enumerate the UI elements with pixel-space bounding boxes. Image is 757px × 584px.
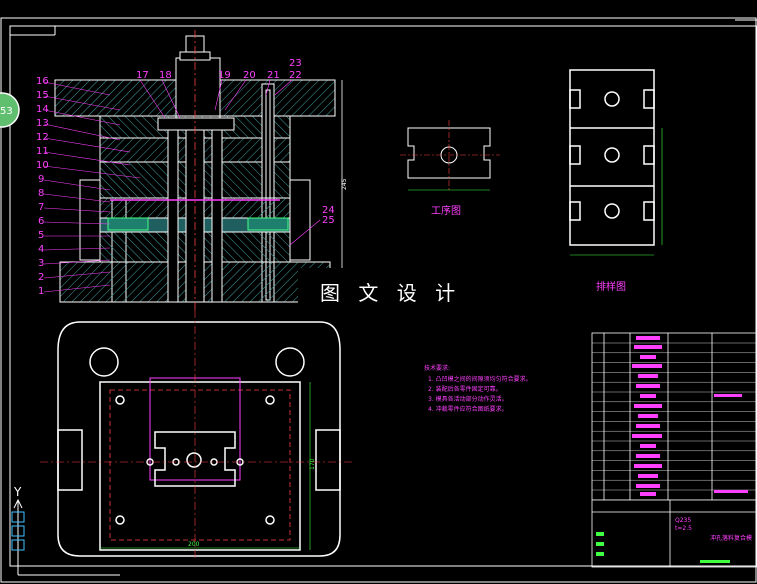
layout-drawing <box>569 69 663 256</box>
part-label: 9 <box>38 174 44 185</box>
part-label: 7 <box>38 202 44 213</box>
part-label: 10 <box>36 160 49 171</box>
part-label: 11 <box>36 146 49 157</box>
part-label: 8 <box>38 188 44 199</box>
part-label: 18 <box>159 70 172 81</box>
tech-requirements: 技术要求: 1. 凸凹模之间的间隙须均匀符合要求。 2. 装配后各零件固定可靠。… <box>424 364 532 413</box>
tech-item: 2. 装配后各零件固定可靠。 <box>428 385 502 393</box>
part-label: 13 <box>36 118 49 129</box>
part-label: 21 <box>267 70 280 81</box>
tech-heading: 技术要求: <box>424 364 450 372</box>
part-label: 17 <box>136 70 149 81</box>
drawing-name: 冲孔落料复合模 <box>710 534 752 542</box>
part-label: 23 <box>289 58 302 69</box>
part-label: 16 <box>36 76 49 87</box>
page-badge: 53 <box>0 92 20 128</box>
process-drawing-label: 工序图 <box>431 204 461 217</box>
part-label: 4 <box>38 244 44 255</box>
axis-y-label: Y <box>13 485 22 499</box>
part-number-labels-left: 16 15 14 13 12 11 10 9 8 7 6 5 4 3 2 1 <box>36 76 49 297</box>
part-label: 14 <box>36 104 49 115</box>
material-value: Q235 <box>675 517 691 524</box>
part-label: 5 <box>38 230 44 241</box>
tech-item: 1. 凸凹模之间的间隙须均匀符合要求。 <box>428 375 532 383</box>
part-label: 2 <box>38 272 44 283</box>
side-dimension: 170 <box>309 458 316 470</box>
parts-list-fill <box>632 336 748 496</box>
plan-view <box>40 310 355 560</box>
width-dimension: 200 <box>188 541 200 548</box>
part-label: 19 <box>218 70 231 81</box>
tech-item: 3. 模具各活动部分动作灵活。 <box>428 395 508 403</box>
height-dimension: 245 <box>341 178 348 190</box>
layout-drawing-label: 排样图 <box>596 280 626 293</box>
outer-frame <box>0 17 757 583</box>
inner-frame <box>9 25 757 567</box>
badge-number: 53 <box>0 106 13 117</box>
watermark-title: 图 文 设 计 <box>320 281 461 305</box>
part-label: 1 <box>38 286 44 297</box>
parts-list-rows <box>592 342 757 500</box>
part-label: 6 <box>38 216 44 227</box>
section-view <box>54 30 336 310</box>
parts-list-table <box>591 332 757 568</box>
part-number-labels-right: 24 25 <box>322 205 335 226</box>
part-label: 20 <box>243 70 256 81</box>
title-block: Q235 t=2.5 冲孔落料复合模 <box>675 517 752 542</box>
process-drawing <box>400 120 500 191</box>
part-label: 15 <box>36 90 49 101</box>
part-label: 24 <box>322 205 335 216</box>
part-label: 12 <box>36 132 49 143</box>
thickness-value: t=2.5 <box>675 525 692 532</box>
part-label: 25 <box>322 215 335 226</box>
part-label: 3 <box>38 258 44 269</box>
part-label: 22 <box>289 70 302 81</box>
axis-indicator <box>13 498 120 576</box>
part-number-labels-top: 17 18 19 20 21 22 23 <box>136 58 302 81</box>
part-numbers-left <box>43 81 141 293</box>
tech-item: 4. 冲裁零件应符合图纸要求。 <box>428 405 508 413</box>
